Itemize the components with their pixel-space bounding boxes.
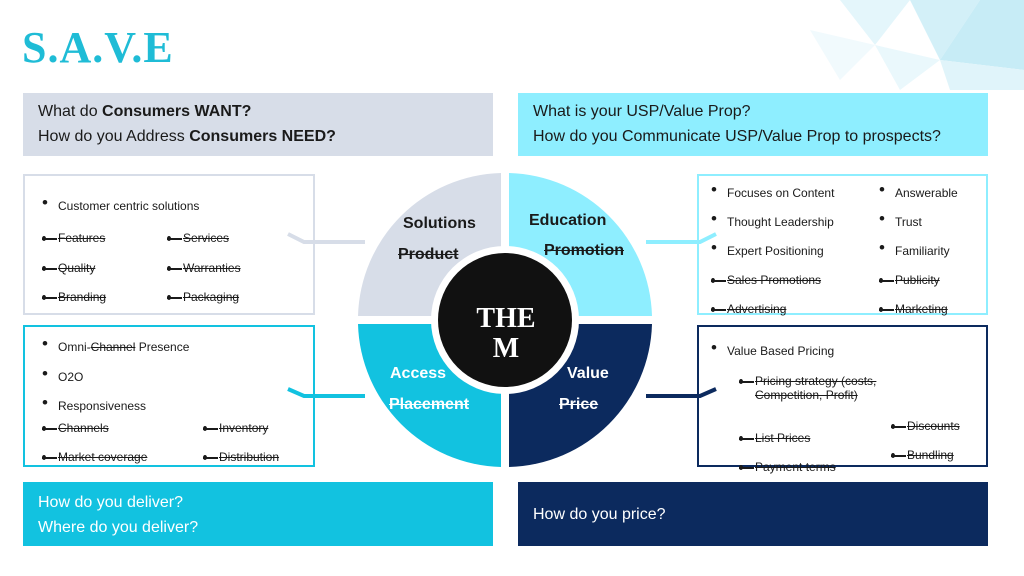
education-item: Publicity <box>879 273 940 287</box>
value-item: Discounts <box>891 419 960 433</box>
solutions-bullet: Customer centric solutions <box>42 196 199 213</box>
education-bullet: Familiarity <box>879 241 950 258</box>
value-item: Payment terms <box>739 460 836 474</box>
arrow-education <box>646 232 717 244</box>
question-text: How do you Communicate USP/Value Prop to… <box>533 128 941 145</box>
education-panel: Focuses on Content Answerable Thought Le… <box>697 174 988 316</box>
solutions-panel: Customer centric solutions Features Serv… <box>23 174 315 315</box>
quadrant-old-label-promotion: Promotion <box>544 242 624 259</box>
question-text: Where do you deliver? <box>38 519 199 536</box>
center-circle <box>438 253 572 387</box>
access-bullet: Responsiveness <box>42 396 146 413</box>
education-item: Advertising <box>710 302 787 316</box>
question-text: How do you Address <box>38 128 190 145</box>
value-item: Bundling <box>891 448 954 462</box>
value-bullet: Value Based Pricing <box>711 341 834 358</box>
solutions-item: Quality <box>41 261 96 275</box>
bullet-strike-text: Channel <box>90 340 136 354</box>
value-item: Pricing strategy (costs, Competition, Pr… <box>739 374 877 402</box>
background-decoration <box>810 0 1024 90</box>
solutions-item: Branding <box>41 290 107 304</box>
question-text: How do you deliver? <box>38 494 183 511</box>
access-panel: Omni-Channel Presence O2O Responsiveness… <box>23 325 315 467</box>
page-title: S.A.V.E <box>22 23 174 72</box>
education-item: Marketing <box>879 302 948 316</box>
education-bullet: Expert Positioning <box>711 241 824 258</box>
question-text: What is your USP/Value Prop? <box>533 103 751 120</box>
question-text: How do you price? <box>533 505 666 523</box>
quadrant-old-label-placement: Placement <box>389 396 470 413</box>
solutions-item: Services <box>166 231 230 245</box>
question-emphasis: Consumers WANT? <box>102 103 252 120</box>
question-box-consumers: What do Consumers WANT? How do you Addre… <box>23 93 493 156</box>
access-bullet: O2O <box>42 367 84 384</box>
quadrant-label-value: Value <box>567 365 609 382</box>
solutions-item: Packaging <box>166 290 240 304</box>
access-item: Channels <box>42 421 109 435</box>
question-text: What do <box>38 103 103 120</box>
center-label-line: M <box>492 333 520 364</box>
quadrant-label-solutions: Solutions <box>403 215 476 232</box>
quadrant-old-label-price: Price <box>559 396 599 413</box>
value-item: List Prices <box>738 431 811 445</box>
access-item: Distribution <box>202 450 280 464</box>
solutions-item: Features <box>41 231 106 245</box>
bullet-text: Presence <box>135 340 190 354</box>
quadrant-label-access: Access <box>390 365 447 382</box>
question-emphasis: Consumers NEED? <box>189 128 336 145</box>
solutions-item: Warranties <box>167 261 241 275</box>
education-bullet: Focuses on Content <box>711 183 834 200</box>
education-bullet: Thought Leadership <box>711 212 834 229</box>
access-bullet: Omni-Channel Presence <box>42 337 190 354</box>
center-label-line: THE <box>476 303 536 334</box>
access-item: Inventory <box>202 421 269 435</box>
question-box-price: How do you price? <box>518 482 988 546</box>
education-bullet: Trust <box>879 212 922 229</box>
question-box-deliver: How do you deliver? Where do you deliver… <box>23 482 493 546</box>
arrow-solutions <box>287 232 365 244</box>
quadrant-old-label-product: Product <box>398 246 459 263</box>
center-label: THE M <box>456 304 556 364</box>
education-bullet: Answerable <box>879 183 958 200</box>
arrow-access <box>287 387 365 398</box>
education-item: Sales Promotions <box>710 273 822 287</box>
quadrant-label-education: Education <box>529 212 607 229</box>
access-item: Market coverage <box>41 450 148 464</box>
question-box-usp: What is your USP/Value Prop? How do you … <box>518 93 988 156</box>
bullet-text: Omni- <box>58 340 91 354</box>
arrow-value <box>646 387 717 398</box>
value-panel: Value Based Pricing Pricing strategy (co… <box>697 325 988 474</box>
